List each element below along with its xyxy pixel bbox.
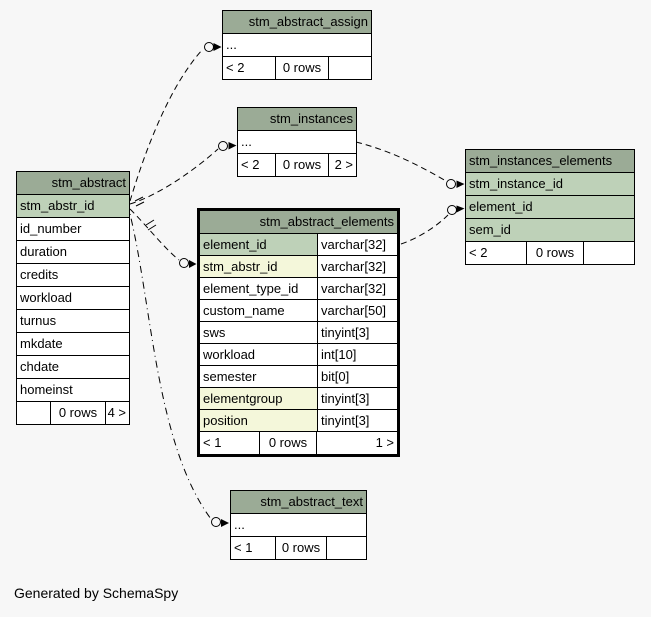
footer-parents: < 2 xyxy=(226,60,245,75)
column-name: element_type_id xyxy=(203,281,299,296)
column-sem-id: sem_id xyxy=(466,218,634,241)
zero-circle xyxy=(446,179,456,189)
column-type: tinyint[3] xyxy=(317,410,397,431)
footer-rowcount: 0 rows xyxy=(259,432,316,454)
column-type: tinyint[3] xyxy=(317,322,397,343)
column-name: element_id xyxy=(200,234,317,255)
column-workload: workload xyxy=(17,286,129,309)
footer-children: 4 > xyxy=(105,402,129,424)
footer-rowcount: 0 rows xyxy=(50,402,105,424)
footer-parents: < 1 xyxy=(234,540,253,555)
column-name: custom_name xyxy=(203,303,285,318)
source-tick-marks xyxy=(134,196,157,231)
column-type: int[10] xyxy=(317,344,397,365)
column-mkdate: mkdate xyxy=(17,332,129,355)
column-type: varchar[50] xyxy=(317,300,397,321)
footer-children xyxy=(583,242,634,264)
table-header-stm-abstract[interactable]: stm_abstract xyxy=(17,172,129,194)
column-name: sws xyxy=(203,325,226,340)
relation-abstract-to-elements xyxy=(129,208,197,268)
column-type: tinyint[3] xyxy=(317,388,397,409)
table-header-stm-instances[interactable]: stm_instances xyxy=(238,108,356,130)
column-type: varchar[32] xyxy=(317,278,397,299)
column-element-type-id: element_type_id varchar[32] xyxy=(200,277,397,299)
columns-ellipsis: ... xyxy=(231,513,366,536)
relation-abstract-to-instances xyxy=(129,141,237,205)
column-name: position xyxy=(200,410,317,431)
column-homeinst: homeinst xyxy=(17,378,129,401)
column-sws: sws tinyint[3] xyxy=(200,321,397,343)
footer-children: 2 > xyxy=(328,154,356,176)
zero-circle xyxy=(218,141,228,151)
zero-circle xyxy=(179,258,189,268)
column-chdate: chdate xyxy=(17,355,129,378)
column-duration: duration xyxy=(17,240,129,263)
table-stm-instances-elements: stm_instances_elements stm_instance_id e… xyxy=(465,149,635,265)
relation-abstract-to-text xyxy=(129,213,229,527)
table-stm-instances: stm_instances ... < 2 0 rows 2 > xyxy=(237,107,357,177)
table-stm-abstract-text: stm_abstract_text ... < 1 0 rows xyxy=(230,490,367,560)
table-footer: < 1 0 rows xyxy=(231,536,366,559)
column-name: elementgroup xyxy=(200,388,317,409)
footer-parents xyxy=(17,402,50,424)
column-name: stm_abstr_id xyxy=(200,256,317,277)
footer-children xyxy=(328,57,371,79)
columns-ellipsis: ... xyxy=(223,33,371,56)
column-elementgroup: elementgroup tinyint[3] xyxy=(200,387,397,409)
column-element-id: element_id varchar[32] xyxy=(200,233,397,255)
column-stm-abstr-id: stm_abstr_id xyxy=(17,194,129,217)
column-stm-instance-id: stm_instance_id xyxy=(466,172,634,195)
table-stm-abstract-elements: stm_abstract_elements element_id varchar… xyxy=(197,208,400,457)
zero-circle xyxy=(447,205,457,215)
column-element-id: element_id xyxy=(466,195,634,218)
relation-instances-to-instances-elements xyxy=(355,141,465,189)
column-turnus: turnus xyxy=(17,309,129,332)
relation-abstract-to-assign xyxy=(129,42,222,202)
relation-elements-to-instances-elements xyxy=(400,205,465,245)
table-header-stm-instances-elements[interactable]: stm_instances_elements xyxy=(466,150,634,172)
arrowhead-icon xyxy=(213,43,222,51)
footer-parents: < 1 xyxy=(203,435,222,450)
columns-ellipsis: ... xyxy=(238,130,356,153)
column-workload: workload int[10] xyxy=(200,343,397,365)
table-footer: < 2 0 rows 2 > xyxy=(238,153,356,176)
footer-rowcount: 0 rows xyxy=(275,537,326,559)
column-name: workload xyxy=(203,347,256,362)
footer-rowcount: 0 rows xyxy=(275,154,328,176)
table-header-stm-abstract-assign[interactable]: stm_abstract_assign xyxy=(223,11,371,33)
table-stm-abstract: stm_abstract stm_abstr_id id_number dura… xyxy=(16,171,130,425)
footer-parents: < 2 xyxy=(241,157,260,172)
footer-parents: < 2 xyxy=(469,245,488,260)
footer-rowcount: 0 rows xyxy=(526,242,583,264)
arrowhead-icon xyxy=(456,205,465,213)
column-credits: credits xyxy=(17,263,129,286)
column-id-number: id_number xyxy=(17,217,129,240)
table-header-stm-abstract-elements[interactable]: stm_abstract_elements xyxy=(200,211,397,233)
arrowhead-icon xyxy=(456,180,465,188)
zero-circle xyxy=(204,42,214,52)
column-name: semester xyxy=(203,369,257,384)
column-type: bit[0] xyxy=(317,366,397,387)
arrowhead-icon xyxy=(228,142,237,150)
arrowhead-icon xyxy=(221,519,229,527)
table-footer: 0 rows 4 > xyxy=(17,401,129,424)
table-footer: < 2 0 rows xyxy=(466,241,634,264)
column-type: varchar[32] xyxy=(317,234,397,255)
footer-rowcount: 0 rows xyxy=(275,57,328,79)
table-header-stm-abstract-text[interactable]: stm_abstract_text xyxy=(231,491,366,513)
footer-children xyxy=(326,537,366,559)
generator-credit: Generated by SchemaSpy xyxy=(14,585,179,601)
column-position: position tinyint[3] xyxy=(200,409,397,431)
column-semester: semester bit[0] xyxy=(200,365,397,387)
zero-circle xyxy=(211,517,221,527)
footer-children: 1 > xyxy=(316,432,397,454)
column-type: varchar[32] xyxy=(317,256,397,277)
table-footer: < 2 0 rows xyxy=(223,56,371,79)
arrowhead-icon xyxy=(189,260,197,268)
table-footer: < 1 0 rows 1 > xyxy=(200,431,397,454)
column-stm-abstr-id: stm_abstr_id varchar[32] xyxy=(200,255,397,277)
column-custom-name: custom_name varchar[50] xyxy=(200,299,397,321)
table-stm-abstract-assign: stm_abstract_assign ... < 2 0 rows xyxy=(222,10,372,80)
